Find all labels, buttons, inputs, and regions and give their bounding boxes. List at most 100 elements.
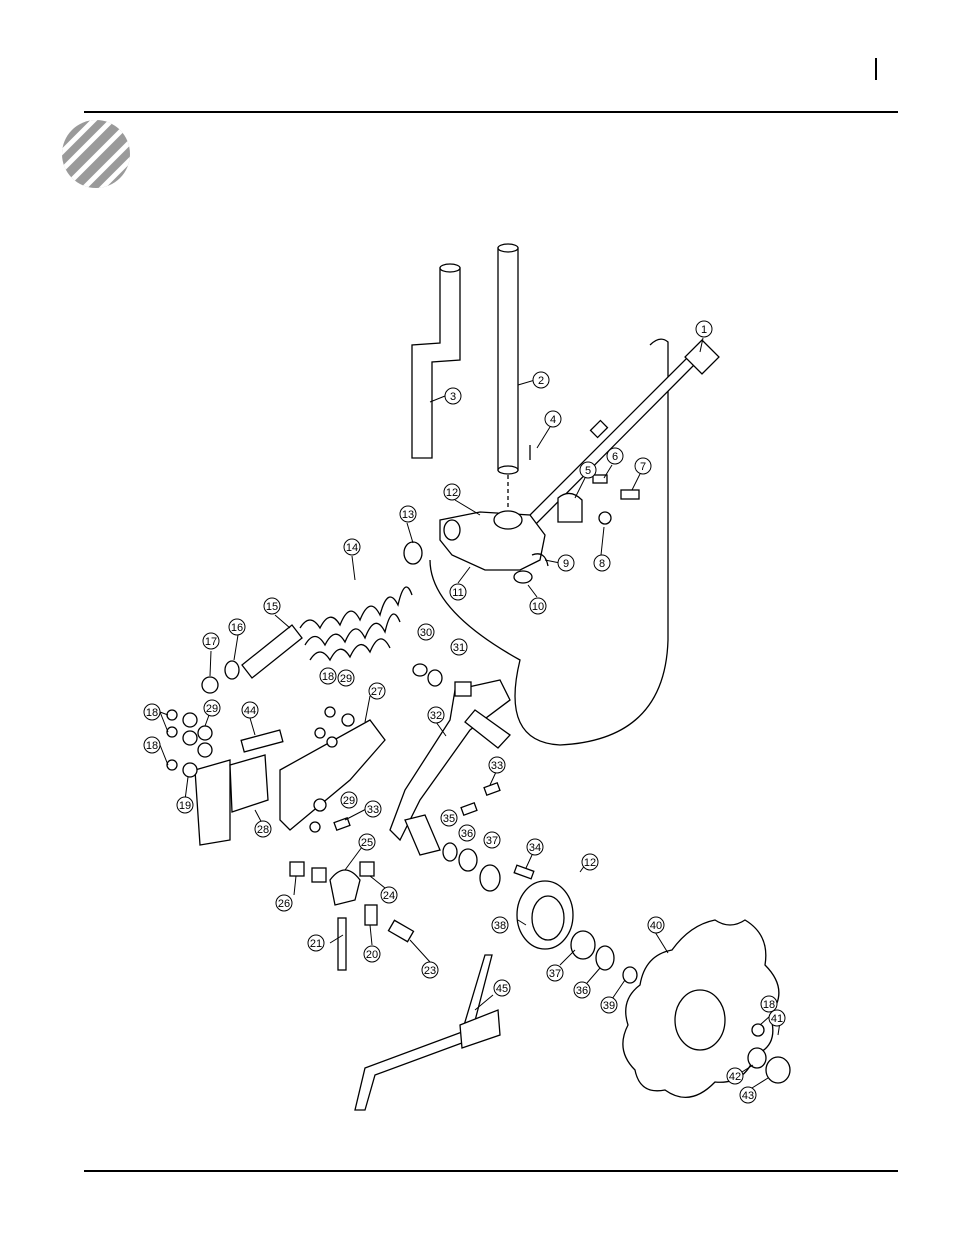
callout-30: 30	[418, 624, 434, 640]
callout-label: 37	[486, 835, 498, 847]
callout-33-repeat: 33	[365, 801, 381, 817]
callout-18-repeat: 18	[320, 668, 336, 684]
callout-label: 16	[231, 622, 243, 634]
callout-12: 12	[444, 484, 460, 500]
callout-label: 10	[532, 601, 544, 613]
callout-3: 3	[445, 388, 461, 404]
callout-33: 33	[489, 757, 505, 773]
callout-label: 24	[383, 890, 395, 902]
callout-label: 27	[371, 686, 383, 698]
callout-label: 21	[310, 938, 322, 950]
callout-32: 32	[428, 707, 444, 723]
callout-label: 29	[343, 795, 355, 807]
callout-24: 24	[381, 887, 397, 903]
callout-label: 23	[424, 965, 436, 977]
callout-label: 19	[179, 800, 191, 812]
callout-26: 26	[276, 895, 292, 911]
callout-label: 15	[266, 601, 278, 613]
callout-31: 31	[451, 639, 467, 655]
callout-29: 29	[204, 700, 220, 716]
callout-label: 36	[461, 828, 473, 840]
part-28-bracket	[195, 760, 230, 845]
callout-label: 37	[549, 968, 561, 980]
callout-label: 30	[420, 627, 432, 639]
callout-11: 11	[450, 584, 466, 600]
callout-13: 13	[400, 506, 416, 522]
callout-37-repeat: 37	[547, 965, 563, 981]
callout-36: 36	[459, 825, 475, 841]
callout-43: 43	[740, 1087, 756, 1103]
callout-23: 23	[422, 962, 438, 978]
callout-41: 41	[769, 1010, 785, 1026]
callout-label: 31	[453, 642, 465, 654]
callout-label: 41	[771, 1013, 783, 1025]
callout-2: 2	[533, 372, 549, 388]
callout-label: 34	[529, 842, 541, 854]
callout-label: 25	[361, 837, 373, 849]
callout-29-repeat: 29	[341, 792, 357, 808]
callout-label: 45	[496, 983, 508, 995]
callout-label: 18	[763, 999, 775, 1011]
callout-25: 25	[359, 834, 375, 850]
callout-label: 14	[346, 542, 358, 554]
callout-label: 29	[340, 673, 352, 685]
callout-label: 33	[491, 760, 503, 772]
callout-label: 17	[205, 636, 217, 648]
callout-18-repeat: 18	[144, 737, 160, 753]
callout-label: 35	[443, 813, 455, 825]
callout-label: 9	[563, 558, 569, 570]
callout-label: 43	[742, 1090, 754, 1102]
callout-label: 6	[612, 451, 618, 463]
callout-16: 16	[229, 619, 245, 635]
callout-label: 12	[584, 857, 596, 869]
callout-label: 32	[430, 710, 442, 722]
callout-18: 18	[144, 704, 160, 720]
callout-18-repeat: 18	[761, 996, 777, 1012]
callout-label: 39	[603, 1000, 615, 1012]
callout-14: 14	[344, 539, 360, 555]
callout-17: 17	[203, 633, 219, 649]
callout-4: 4	[545, 411, 561, 427]
callout-label: 18	[146, 740, 158, 752]
callout-label: 18	[146, 707, 158, 719]
callout-37: 37	[484, 832, 500, 848]
callout-label: 36	[576, 985, 588, 997]
callout-27: 27	[369, 683, 385, 699]
callout-9: 9	[558, 555, 574, 571]
callout-21: 21	[308, 935, 324, 951]
callout-label: 18	[322, 671, 334, 683]
callout-5: 5	[580, 462, 596, 478]
callout-label: 2	[538, 375, 544, 387]
callout-label: 38	[494, 920, 506, 932]
callout-10: 10	[530, 598, 546, 614]
callout-7: 7	[635, 458, 651, 474]
callout-label: 13	[402, 509, 414, 521]
part-14-spring	[300, 587, 412, 660]
callout-label: 1	[701, 324, 707, 336]
callout-44: 44	[242, 702, 258, 718]
callout-label: 3	[450, 391, 456, 403]
callout-34: 34	[527, 839, 543, 855]
callout-label: 42	[729, 1071, 741, 1083]
callout-42: 42	[727, 1068, 743, 1084]
callout-8: 8	[594, 555, 610, 571]
callout-label: 28	[257, 824, 269, 836]
callout-label: 7	[640, 461, 646, 473]
callout-35: 35	[441, 810, 457, 826]
callout-28: 28	[255, 821, 271, 837]
callout-36-repeat: 36	[574, 982, 590, 998]
callout-label: 40	[650, 920, 662, 932]
callout-label: 5	[585, 465, 591, 477]
callout-label: 26	[278, 898, 290, 910]
callout-20: 20	[364, 946, 380, 962]
callout-label: 4	[550, 414, 556, 426]
callout-label: 44	[244, 705, 256, 717]
callout-15: 15	[264, 598, 280, 614]
callout-12-repeat: 12	[582, 854, 598, 870]
callout-label: 11	[452, 587, 463, 599]
callout-39: 39	[601, 997, 617, 1013]
callout-label: 12	[446, 487, 458, 499]
callout-label: 33	[367, 804, 379, 816]
callout-label: 8	[599, 558, 605, 570]
